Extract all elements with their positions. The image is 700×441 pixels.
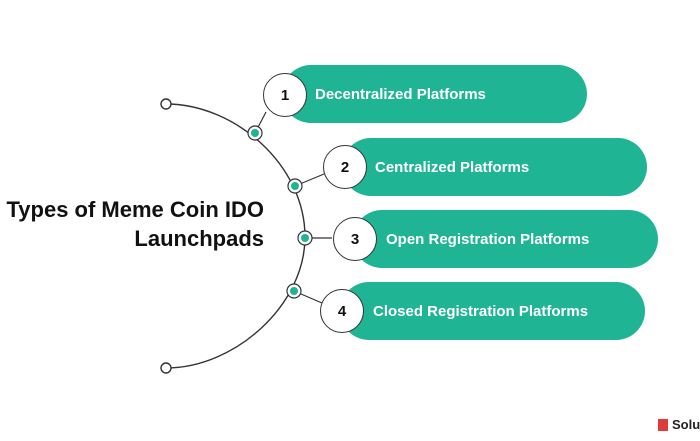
- arc-end-node: [160, 362, 172, 374]
- arc-start-node: [160, 98, 172, 110]
- arc-node-2: [287, 178, 303, 194]
- item-badge-1: 1: [263, 73, 307, 117]
- item-pill-1: Decentralized Platforms: [282, 65, 587, 123]
- item-label-2: Centralized Platforms: [375, 158, 530, 176]
- item-number-1: 1: [280, 86, 290, 104]
- item-pill-2: Centralized Platforms: [342, 138, 647, 196]
- brand-logo: Solu: [658, 417, 700, 432]
- item-pill-4: Closed Registration Platforms: [340, 282, 645, 340]
- item-badge-3: 3: [333, 217, 377, 261]
- brand-logo-icon: [658, 418, 668, 431]
- item-number-2: 2: [340, 158, 350, 176]
- brand-logo-text: Solu: [672, 417, 700, 432]
- arc-node-4: [286, 283, 302, 299]
- item-badge-4: 4: [320, 289, 364, 333]
- item-label-1: Decentralized Platforms: [315, 85, 486, 103]
- item-label-3: Open Registration Platforms: [386, 230, 590, 248]
- item-label-4: Closed Registration Platforms: [373, 302, 589, 320]
- item-badge-2: 2: [323, 145, 367, 189]
- arc-node-1: [247, 125, 263, 141]
- item-number-4: 4: [337, 302, 347, 320]
- arc-node-3: [297, 230, 313, 246]
- title-line-2: Launchpads: [134, 226, 264, 251]
- item-number-3: 3: [350, 230, 360, 248]
- item-pill-3: Open Registration Platforms: [353, 210, 658, 268]
- title-line-1: Types of Meme Coin IDO: [6, 197, 264, 222]
